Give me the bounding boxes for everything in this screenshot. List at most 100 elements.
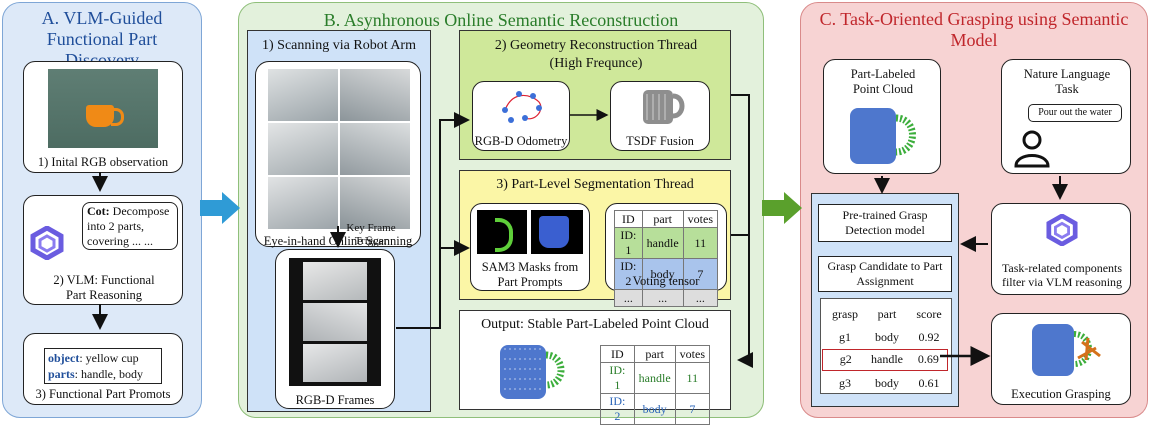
task-caption: Nature Language Task xyxy=(1023,67,1111,96)
table-cell: ... xyxy=(614,289,643,307)
table-cell: ... xyxy=(641,289,684,307)
person-icon xyxy=(1014,130,1050,168)
table-cell: ... xyxy=(682,289,719,307)
part-cloud-icon xyxy=(850,108,916,164)
odometry-icon xyxy=(502,91,542,123)
scanning-card: Eye-in-hand Online Scanning xyxy=(255,61,421,248)
scan-box: 1) Scanning via Robot Arm Eye-in-hand On… xyxy=(247,30,431,412)
table-row-selected: g2 handle 0.69 xyxy=(822,349,948,371)
scan-title: 1) Scanning via Robot Arm xyxy=(262,38,416,53)
table-cell: ID: 1 xyxy=(614,227,643,259)
odometry-caption: RGB-D Odometry xyxy=(474,134,568,148)
mask-handle-image xyxy=(477,210,527,254)
output-box: Output: Stable Part-Labeled Point Cloud … xyxy=(459,310,731,425)
parts-key: parts xyxy=(48,367,75,381)
geometry-thread-title: 2) Geometry Reconstruction Thread (High … xyxy=(494,38,698,71)
cot-bubble: Cot: Decompose into 2 parts, covering ..… xyxy=(82,202,178,250)
table-cell: ID: 2 xyxy=(614,258,643,290)
grasp-header-score: score xyxy=(916,307,942,321)
part-cloud-caption: Part-Labeled Point Cloud xyxy=(850,67,916,96)
execution-card: Execution Grasping xyxy=(991,313,1131,405)
execution-grasp-icon xyxy=(1032,324,1101,376)
cot-label: Cot: xyxy=(87,204,110,218)
step3-caption: 3) Functional Part Promots xyxy=(35,387,171,401)
odometry-card: RGB-D Odometry xyxy=(472,81,570,151)
table-row: ID: 2 body 7 xyxy=(600,393,711,425)
table-cell: 11 xyxy=(682,227,719,259)
panel-a: A. VLM-Guided Functional Part Discovery … xyxy=(2,2,202,418)
robot-scan-grid xyxy=(268,69,410,229)
vlm-logo-icon xyxy=(30,226,64,260)
table-cell: handle xyxy=(641,227,684,259)
table-cell: g1 xyxy=(839,330,851,344)
output-header-votes: votes xyxy=(674,345,711,363)
output-header-part: part xyxy=(633,345,676,363)
masks-caption: SAM3 Masks from Part Prompts xyxy=(481,260,579,289)
table-row: ID: 2 body 7 xyxy=(614,258,719,290)
grasp-header-part: part xyxy=(877,307,897,321)
table-cell: 7 xyxy=(682,258,719,290)
arrow-b-to-c-icon xyxy=(762,192,802,224)
sam-masks-card: SAM3 Masks from Part Prompts xyxy=(470,203,590,291)
part-prompts-card: object: yellow cup parts: handle, body 3… xyxy=(23,333,183,405)
rgb-observation-image xyxy=(48,69,158,148)
segmentation-thread-title: 3) Part-Level Segmentation Thread xyxy=(496,177,694,192)
grasp-pipeline-box: Pre-trained Grasp Detection model Grasp … xyxy=(811,193,959,407)
segmentation-thread-box: 3) Part-Level Segmentation Thread SAM3 M… xyxy=(459,170,731,307)
output-header-id: ID xyxy=(600,345,635,363)
table-row: g3 body 0.61 xyxy=(826,371,948,395)
voting-header-votes: votes xyxy=(682,210,719,228)
vlm-filter-caption: Task-related components filter via VLM r… xyxy=(1001,261,1123,289)
table-cell: ID: 1 xyxy=(600,362,635,394)
panel-b-title: B. Asynhronous Online Semantic Reconstru… xyxy=(323,10,679,30)
object-key: object xyxy=(48,351,80,365)
table-row: g1 body 0.92 xyxy=(826,325,948,349)
film-strip xyxy=(289,258,381,386)
table-cell: g2 xyxy=(839,352,852,366)
speech-bubble: Pour out the water xyxy=(1028,104,1122,122)
rgbd-frames-card: RGB-D Frames xyxy=(275,249,395,409)
grasp-table-box xyxy=(820,298,952,394)
table-cell: handle xyxy=(633,362,676,394)
table-cell: g3 xyxy=(839,376,851,390)
table-cell: 0.61 xyxy=(918,376,940,390)
rgbd-frames-caption: RGB-D Frames xyxy=(295,393,375,407)
table-cell: 0.69 xyxy=(917,352,939,366)
panel-c-title: C. Task-Oriented Grasping using Semantic… xyxy=(819,9,1129,50)
voting-caption: Voting tensor xyxy=(632,274,700,288)
tsdf-card: TSDF Fusion xyxy=(610,81,710,151)
output-table: ID part votes ID: 1 handle 11 ID: 2 body… xyxy=(600,345,711,425)
table-cell: ID: 2 xyxy=(600,393,635,425)
table-cell: 11 xyxy=(674,362,711,394)
output-title: Output: Stable Part-Labeled Point Cloud xyxy=(481,317,709,332)
vlm-filter-card: Task-related components filter via VLM r… xyxy=(991,203,1131,295)
cot-text: Decompose into 2 parts, covering ... ... xyxy=(87,204,170,248)
parts-value: : handle, body xyxy=(74,367,143,381)
panel-c: C. Task-Oriented Grasping using Semantic… xyxy=(800,2,1148,418)
voting-header-part: part xyxy=(641,210,684,228)
grasp-model-box: Pre-trained Grasp Detection model xyxy=(818,204,952,242)
voting-table: ID part votes ID: 1 handle 11 ID: 2 body… xyxy=(614,210,719,307)
part-labeled-cloud-card: Part-Labeled Point Cloud xyxy=(823,59,941,174)
tsdf-mug-icon xyxy=(643,90,685,124)
table-row: ID: 1 handle 11 xyxy=(614,227,719,259)
grasp-header-grasp: grasp xyxy=(832,307,858,321)
table-row: ... ... ... xyxy=(614,289,719,307)
step1-caption: 1) Inital RGB observation xyxy=(37,155,169,169)
grasp-table: grasp part score g1 body 0.92 g2 handle … xyxy=(822,303,948,395)
assignment-box: Grasp Candidate to Part Assignment xyxy=(818,256,952,292)
voting-header-id: ID xyxy=(614,210,643,228)
prompt-box: object: yellow cup parts: handle, body xyxy=(44,348,162,384)
vlm-filter-logo-icon xyxy=(1046,214,1078,246)
table-cell: body xyxy=(633,393,676,425)
execution-caption: Execution Grasping xyxy=(1011,387,1111,401)
mask-body-image xyxy=(531,210,583,254)
geometry-thread-box: 2) Geometry Reconstruction Thread (High … xyxy=(459,30,731,160)
step2-caption: 2) VLM: Functional Part Reasoning xyxy=(53,273,155,302)
voting-card: ID part votes ID: 1 handle 11 ID: 2 body… xyxy=(605,203,727,307)
table-cell: handle xyxy=(871,352,903,366)
arrow-a-to-b-icon xyxy=(200,192,240,224)
language-task-card: Nature Language Task Pour out the water xyxy=(1001,59,1131,174)
rgb-observation-card: 1) Inital RGB observation xyxy=(23,61,183,173)
table-cell: body xyxy=(875,330,899,344)
